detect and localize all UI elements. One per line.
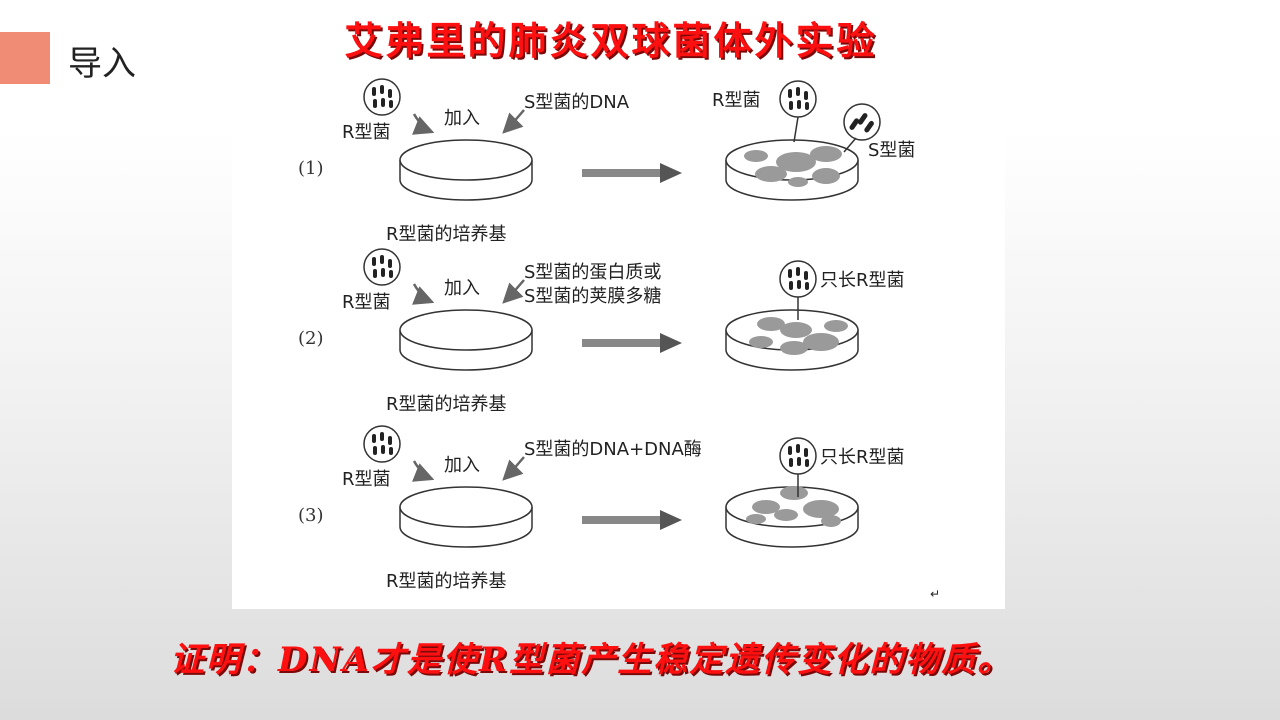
r-bacteria-icon (363, 425, 401, 463)
bacterial-colony (803, 500, 839, 518)
experiment-row-3: R型菌 加入 S型菌的DNA+DNA酶 (3) R型菌的培养基 只长R型菌 (298, 425, 905, 592)
experiment-number: (3) (298, 505, 324, 526)
page-title: 艾弗里的肺炎双球菌体外实验 (344, 18, 878, 63)
figure-return-mark: ↵ (930, 587, 940, 601)
s-bacteria-icon (843, 103, 881, 141)
transfer-arrow-shaft (582, 516, 662, 524)
r-bacteria-icon (363, 248, 401, 286)
bacterial-colony (824, 320, 848, 332)
source-culture-dish (399, 139, 533, 201)
r-bacteria-icon (363, 78, 401, 116)
transfer-arrow-shaft (582, 339, 662, 347)
bacterial-colony (788, 177, 808, 187)
add-arrow-right (502, 109, 525, 134)
transfer-arrow-head (660, 510, 682, 530)
experiment-number: (2) (298, 328, 324, 349)
bacterial-colony (774, 509, 798, 521)
result-r-label: R型菌 (712, 90, 761, 111)
bacterial-colony (780, 341, 808, 355)
result-culture-dish (725, 486, 859, 548)
result-s-label: S型菌 (868, 140, 915, 161)
result-label: 只长R型菌 (820, 447, 905, 468)
added-substance-label: S型菌的蛋白质或 (524, 262, 661, 283)
transfer-arrow-head (660, 163, 682, 183)
source-culture-dish (399, 309, 533, 371)
bacterial-colony (749, 336, 773, 348)
transfer-arrow-shaft (582, 169, 662, 177)
bacterial-colony (780, 486, 808, 500)
section-title: 导入 (68, 44, 136, 84)
r-bacteria-icon (779, 260, 817, 298)
add-label: 加入 (444, 108, 480, 129)
add-label: 加入 (444, 455, 480, 476)
transfer-arrow-head (660, 333, 682, 353)
section-accent-bar (0, 32, 50, 84)
result-culture-dish (725, 139, 859, 201)
r-bacteria-icon (779, 437, 817, 475)
result-label: 只长R型菌 (820, 270, 905, 291)
medium-label: R型菌的培养基 (386, 571, 507, 592)
bacterial-colony (776, 152, 816, 172)
added-substance-label: S型菌的DNA (524, 92, 630, 113)
experiment-diagram: R型菌加入S型菌的DNA(1)R型菌的培养基R型菌S型菌R型菌加入S型菌的蛋白质… (298, 78, 940, 601)
bacteria-label: R型菌 (342, 292, 391, 313)
bacterial-colony (746, 514, 766, 524)
medium-label: R型菌的培养基 (386, 394, 507, 415)
bacterial-colony (755, 166, 787, 182)
add-arrow-left (412, 113, 435, 135)
experiment-row-2: R型菌 加入 S型菌的蛋白质或 S型菌的荚膜多糖 (2) R型菌的培养基 只长R型菌 (298, 248, 905, 415)
bacterial-colony (752, 500, 780, 514)
bacteria-label: R型菌 (342, 122, 391, 143)
bacterial-colony (757, 317, 785, 331)
bacteria-label: R型菌 (342, 469, 391, 490)
r-bacteria-icon (779, 80, 817, 118)
bacterial-colony (780, 322, 812, 338)
added-substance-label: S型菌的DNA+DNA酶 (524, 439, 702, 460)
result-culture-dish (725, 309, 859, 371)
bacterial-colony (821, 515, 841, 527)
add-arrow-left (412, 283, 435, 305)
add-arrow-left (412, 460, 435, 482)
bacterial-colony (744, 150, 768, 162)
medium-label: R型菌的培养基 (386, 224, 507, 245)
source-culture-dish (399, 486, 533, 548)
add-arrow-right (502, 279, 525, 304)
experiment-number: (1) (298, 158, 324, 179)
bacterial-colony (803, 333, 839, 351)
add-arrow-right (502, 456, 525, 481)
added-substance-label: S型菌的荚膜多糖 (524, 286, 661, 307)
bacterial-colony (812, 168, 840, 184)
bacterial-colony (810, 146, 842, 162)
conclusion-text: 证明：DNA才是使R型菌产生稳定遗传变化的物质。 (170, 640, 1014, 680)
add-label: 加入 (444, 278, 480, 299)
